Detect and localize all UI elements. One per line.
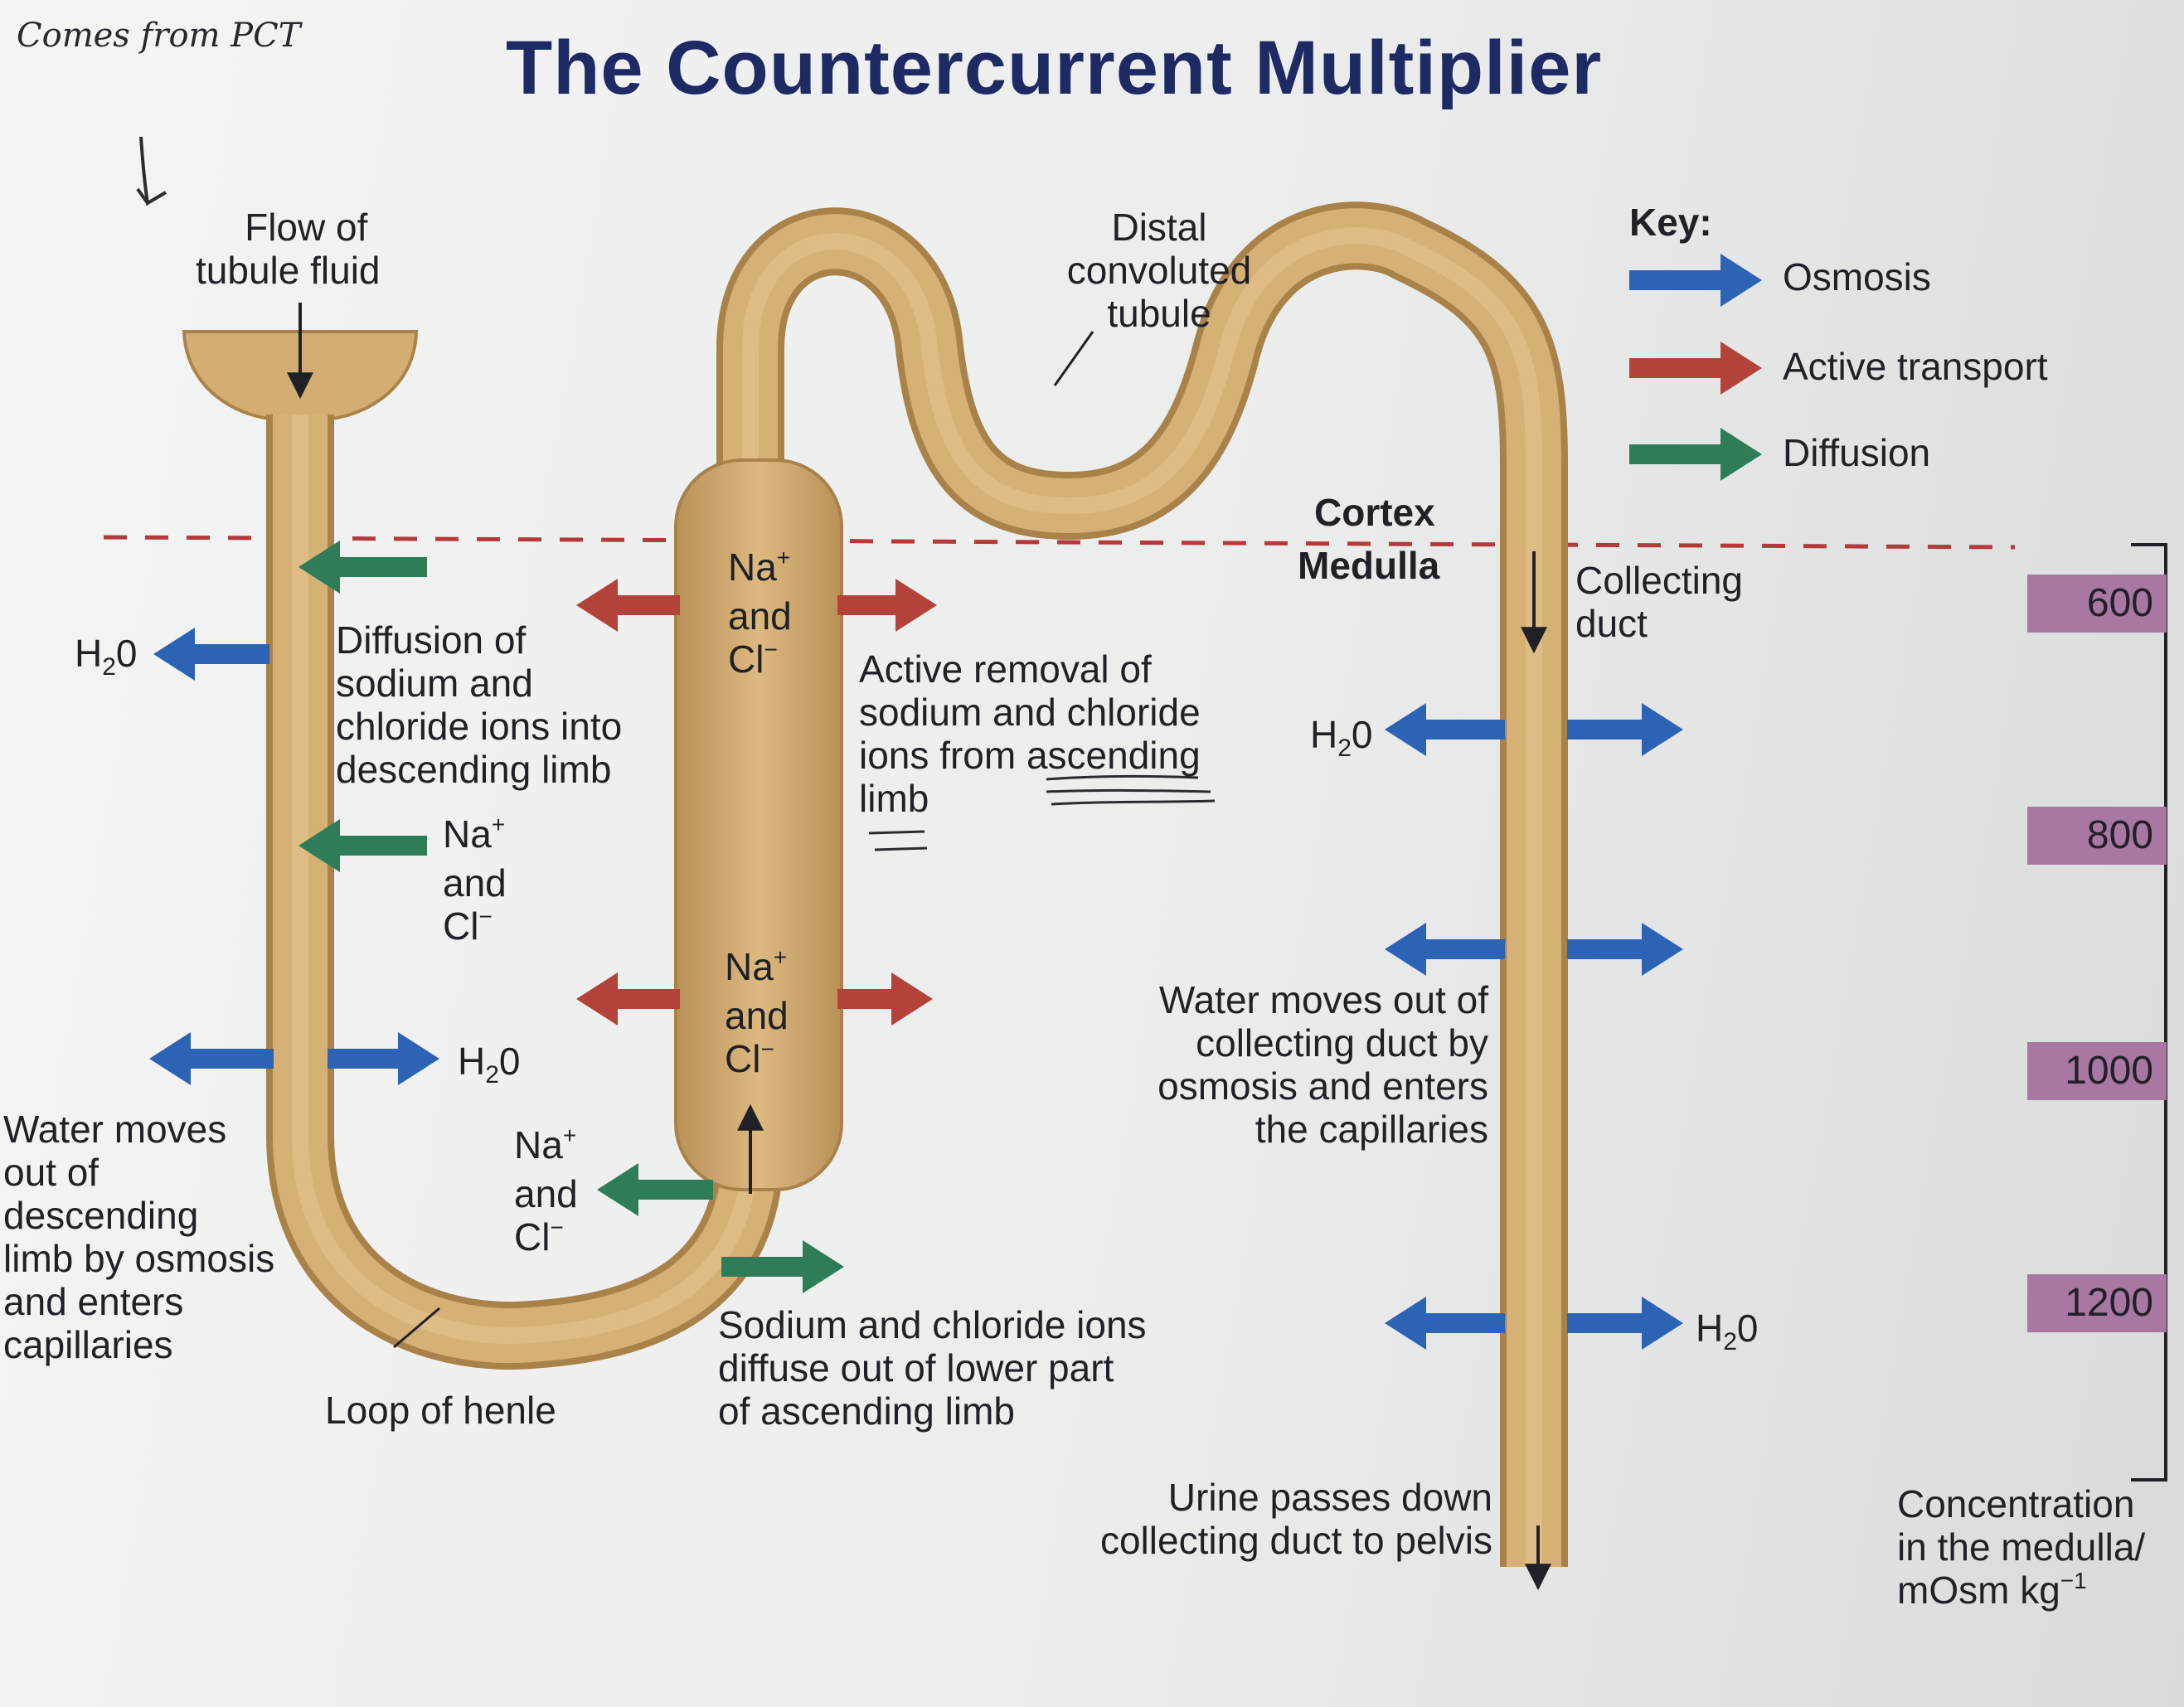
diffusion-description: Diffusion of sodium and chloride ions in… (336, 618, 623, 791)
diffusion-arrow-middle (298, 819, 427, 872)
h2o-label-lower-left: H20 (458, 1040, 521, 1089)
nephron-tubule (182, 201, 1568, 1567)
loop-pointer (393, 1307, 440, 1349)
osmosis-arrow-upper-left (153, 628, 269, 681)
concentration-box-800: 800 (2027, 807, 2167, 865)
medulla-label: Medulla (1298, 544, 1440, 587)
key-diffusion-label: Diffusion (1783, 431, 1931, 474)
active-arrow-lower-left (576, 972, 680, 1026)
h2o-label-upper-left: H20 (75, 632, 138, 681)
osmosis-arrow-lower-left (149, 1032, 274, 1085)
active-arrow-upper-left (576, 579, 680, 632)
collecting-duct-label: Collecting duct (1575, 559, 1743, 645)
ion-label-lower-loop: Na+ and Cl− (514, 1123, 578, 1258)
cortex-label: Cortex (1314, 491, 1435, 534)
osmosis-arrow-lower-right (328, 1032, 439, 1085)
water-collecting-description: Water moves out of collecting duct by os… (1158, 978, 1488, 1151)
flow-label: Flow of tubule fluid (196, 206, 381, 292)
dct-pointer (1053, 331, 1094, 386)
key-osmosis-label: Osmosis (1783, 255, 1931, 298)
page-title: The Countercurrent Multiplier (506, 26, 1603, 110)
diffusion-arrow-lower-loop (597, 1163, 713, 1216)
handwritten-equals (868, 830, 928, 851)
h2o-label-collecting-lower: H20 (1696, 1307, 1759, 1355)
thick-ascending-limb (674, 458, 843, 1191)
concentration-box-600: 600 (2027, 575, 2167, 633)
handwritten-arrow (136, 136, 167, 206)
loop-of-henle-label: Loop of henle (325, 1389, 556, 1432)
concentration-box-1000: 1000 (2027, 1042, 2167, 1100)
ion-label-lower-ascending: Na+ and Cl− (725, 944, 789, 1080)
osmosis-arrow-collecting-3-right (1567, 1297, 1683, 1350)
active-removal-description: Active removal of sodium and chloride io… (859, 647, 1201, 820)
ion-label-upper-ascending: Na+ and Cl− (728, 545, 792, 681)
handwritten-underline (1046, 774, 1216, 806)
active-arrow-lower-right (837, 972, 933, 1026)
dct-label: Distal convoluted tubule (1066, 206, 1252, 335)
key-active-arrow (1629, 342, 1762, 395)
concentration-box-1200: 1200 (2027, 1274, 2167, 1332)
handwritten-note: Comes from PCT (17, 17, 301, 55)
urine-description: Urine passes down collecting duct to pel… (1099, 1476, 1492, 1562)
osmosis-arrow-collecting-2-right (1567, 923, 1683, 976)
cortex-medulla-boundary (103, 535, 2016, 550)
key-active-label: Active transport (1783, 345, 2048, 388)
ion-label-descending: Na+ and Cl− (443, 812, 507, 948)
osmosis-arrow-collecting-1-right (1567, 703, 1683, 756)
osmosis-arrow-collecting-1-left (1385, 703, 1505, 756)
osmosis-arrow-collecting-3-left (1385, 1297, 1505, 1350)
key-title: Key: (1629, 201, 1712, 244)
concentration-bracket (2131, 543, 2167, 1482)
h2o-label-collecting-upper: H20 (1310, 713, 1373, 762)
water-descending-description: Water moves out of descending limb by os… (3, 1108, 275, 1366)
diffusion-arrow-lower-out (721, 1240, 844, 1293)
key-diffusion-arrow (1629, 428, 1762, 481)
key-osmosis-arrow (1629, 254, 1762, 307)
osmosis-arrow-collecting-2-left (1385, 923, 1505, 976)
active-arrow-upper-right (837, 579, 937, 632)
diffusion-arrow-upper (298, 541, 427, 594)
sodium-lower-description: Sodium and chloride ions diffuse out of … (718, 1303, 1147, 1433)
concentration-description: Concentration in the medulla/ mOsm kg−1 (1897, 1482, 2146, 1612)
